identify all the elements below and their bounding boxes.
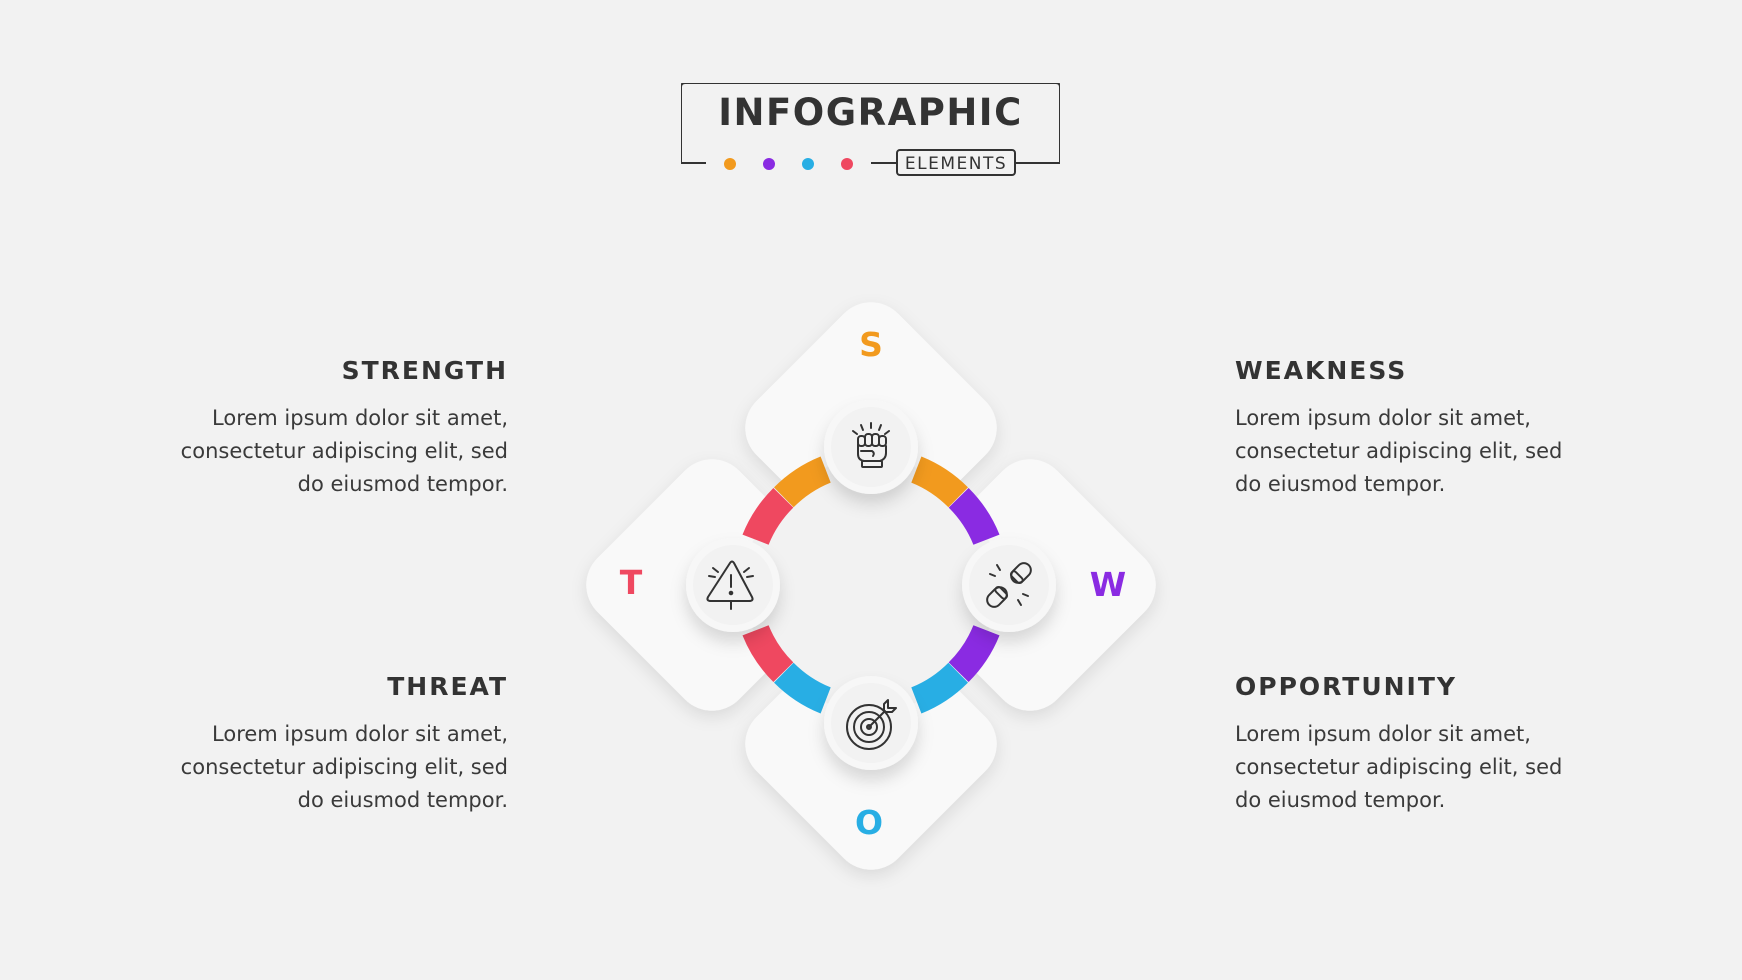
strength-description: Lorem ipsum dolor sit amet, consectetur …	[120, 402, 508, 501]
opportunity-description: Lorem ipsum dolor sit amet, consectetur …	[1235, 718, 1635, 817]
opportunity-line-2: consectetur adipiscing elit, sed	[1235, 755, 1563, 779]
ring-arc-t-bottom	[742, 625, 794, 682]
weakness-description: Lorem ipsum dolor sit amet, consectetur …	[1235, 402, 1635, 501]
ring-arc-t-top	[742, 488, 794, 545]
ring-arc-s-right	[911, 456, 968, 508]
strength-title: STRENGTH	[341, 356, 508, 385]
letter-s: S	[859, 325, 883, 364]
strength-line-2: consectetur adipiscing elit, sed	[180, 439, 508, 463]
ring-arc-o-right	[911, 662, 968, 714]
strength-line-1: Lorem ipsum dolor sit amet,	[212, 406, 508, 430]
icon-circle-o	[824, 676, 918, 770]
weakness-line-3: do eiusmod tempor.	[1235, 472, 1446, 496]
header-dot-orange	[724, 158, 736, 170]
icon-circle-w	[962, 538, 1056, 632]
threat-line-2: consectetur adipiscing elit, sed	[180, 755, 508, 779]
strength-line-3: do eiusmod tempor.	[297, 472, 508, 496]
target-icon	[846, 699, 897, 750]
infographic-header: INFOGRAPHIC ELEMENTS	[681, 83, 1060, 176]
ring-arc-w-bottom	[948, 625, 1000, 682]
warning-icon	[706, 560, 754, 610]
broken-chain-icon	[986, 562, 1032, 608]
threat-line-3: do eiusmod tempor.	[297, 788, 508, 812]
fist-icon	[852, 422, 890, 468]
icon-circle-s	[824, 400, 918, 494]
ring-arc-w-top	[948, 488, 1000, 545]
opportunity-title: OPPORTUNITY	[1235, 672, 1458, 701]
letter-o: O	[854, 803, 884, 842]
header-subtitle: ELEMENTS	[896, 149, 1016, 176]
weakness-line-2: consectetur adipiscing elit, sed	[1235, 439, 1563, 463]
weakness-title: WEAKNESS	[1235, 356, 1408, 385]
header-dot-blue	[802, 158, 814, 170]
letter-t: T	[619, 563, 643, 602]
center-disk	[745, 459, 997, 711]
letter-w: W	[1089, 565, 1127, 604]
ring-arc-o-left	[774, 662, 831, 714]
header-dot-purple	[763, 158, 775, 170]
opportunity-line-1: Lorem ipsum dolor sit amet,	[1235, 722, 1531, 746]
icon-circle-t	[686, 538, 780, 632]
threat-line-1: Lorem ipsum dolor sit amet,	[212, 722, 508, 746]
threat-description: Lorem ipsum dolor sit amet, consectetur …	[120, 718, 508, 817]
header-frame	[681, 83, 1060, 164]
ring-arc-s-left	[774, 456, 831, 508]
header-title: INFOGRAPHIC	[718, 91, 1023, 134]
opportunity-line-3: do eiusmod tempor.	[1235, 788, 1446, 812]
threat-title: THREAT	[387, 672, 508, 701]
header-dot-red	[841, 158, 853, 170]
weakness-line-1: Lorem ipsum dolor sit amet,	[1235, 406, 1531, 430]
